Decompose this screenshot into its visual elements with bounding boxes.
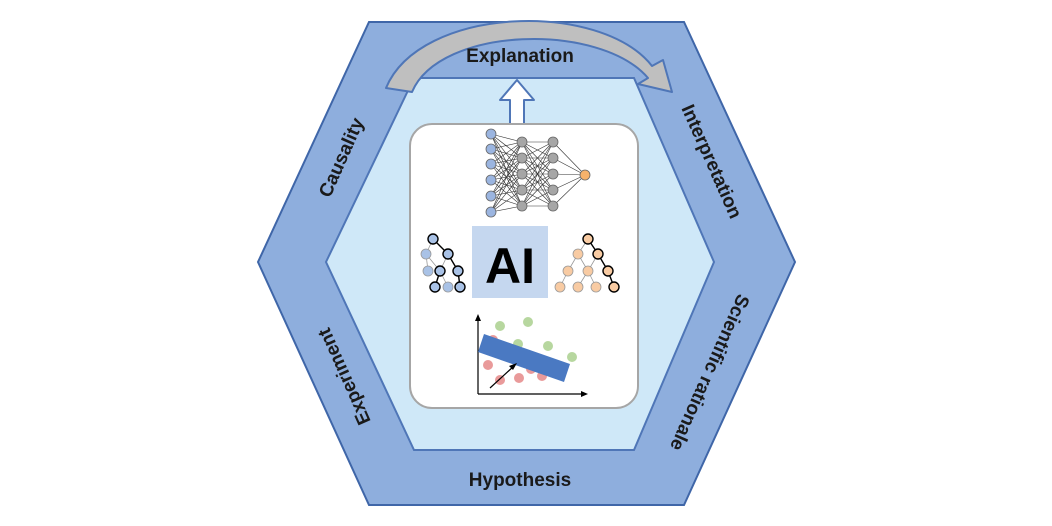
label-hypothesis: Hypothesis — [469, 470, 571, 491]
tree-node — [554, 281, 566, 293]
nn-edge — [521, 141, 554, 159]
tree-node — [608, 281, 620, 293]
orange-tree-icon — [554, 233, 620, 293]
nn-node — [579, 169, 591, 181]
nn-edge — [521, 173, 554, 207]
tree-node — [422, 265, 434, 277]
nn-edge — [552, 174, 586, 207]
regression-plot-icon — [475, 314, 588, 397]
tree-node — [442, 281, 454, 293]
tree-node — [592, 248, 604, 260]
nn-edge — [521, 141, 554, 207]
tree-node — [452, 265, 464, 277]
nn-edge — [552, 157, 586, 176]
tree-node — [454, 281, 466, 293]
ai-label: AI — [485, 238, 535, 294]
nn-node — [516, 184, 528, 196]
nn-edge — [552, 141, 586, 176]
nn-edge — [521, 157, 554, 207]
nn-node — [547, 152, 559, 164]
nn-node — [485, 158, 497, 170]
tree-node — [590, 281, 602, 293]
label-explanation: Explanation — [466, 46, 574, 67]
nn-node — [516, 168, 528, 180]
nn-edge — [490, 141, 523, 213]
scatter-point — [483, 360, 493, 370]
ai-box — [472, 226, 548, 298]
nn-edge — [490, 141, 523, 181]
nn-edge — [490, 157, 523, 213]
scatter-point — [514, 373, 524, 383]
nn-node — [516, 200, 528, 212]
nn-node — [485, 190, 497, 202]
tree-node — [427, 233, 439, 245]
scatter-point — [495, 321, 505, 331]
nn-node — [485, 143, 497, 155]
nn-node — [485, 206, 497, 218]
tree-node — [442, 248, 454, 260]
nn-edge — [490, 141, 523, 197]
nn-edge — [490, 141, 523, 165]
scatter-point — [495, 375, 505, 385]
tree-node — [582, 265, 594, 277]
tree-node — [429, 281, 441, 293]
tree-node — [562, 265, 574, 277]
tree-node — [582, 233, 594, 245]
nn-node — [516, 152, 528, 164]
curved-arrow-icon — [385, 20, 673, 93]
nn-node — [516, 136, 528, 148]
nn-edge — [521, 141, 554, 175]
scatter-point — [543, 341, 553, 351]
nn-node — [485, 174, 497, 186]
nn-edge — [521, 141, 554, 191]
nn-node — [547, 136, 559, 148]
regression-band — [478, 334, 570, 382]
nn-edge — [490, 189, 523, 213]
nn-edge — [552, 174, 586, 191]
nn-node — [547, 184, 559, 196]
scatter-point — [523, 317, 533, 327]
tree-node — [602, 265, 614, 277]
blue-tree-icon — [420, 233, 466, 293]
nn-edge — [521, 189, 554, 207]
tree-node — [572, 281, 584, 293]
nn-edge — [490, 173, 523, 213]
scatter-point — [567, 352, 577, 362]
nn-edge — [490, 148, 523, 175]
nn-node — [485, 128, 497, 140]
nn-node — [547, 168, 559, 180]
nn-node — [547, 200, 559, 212]
tree-node — [420, 248, 432, 260]
tree-node — [434, 265, 446, 277]
tree-node — [572, 248, 584, 260]
neural-network-icon — [485, 128, 591, 218]
